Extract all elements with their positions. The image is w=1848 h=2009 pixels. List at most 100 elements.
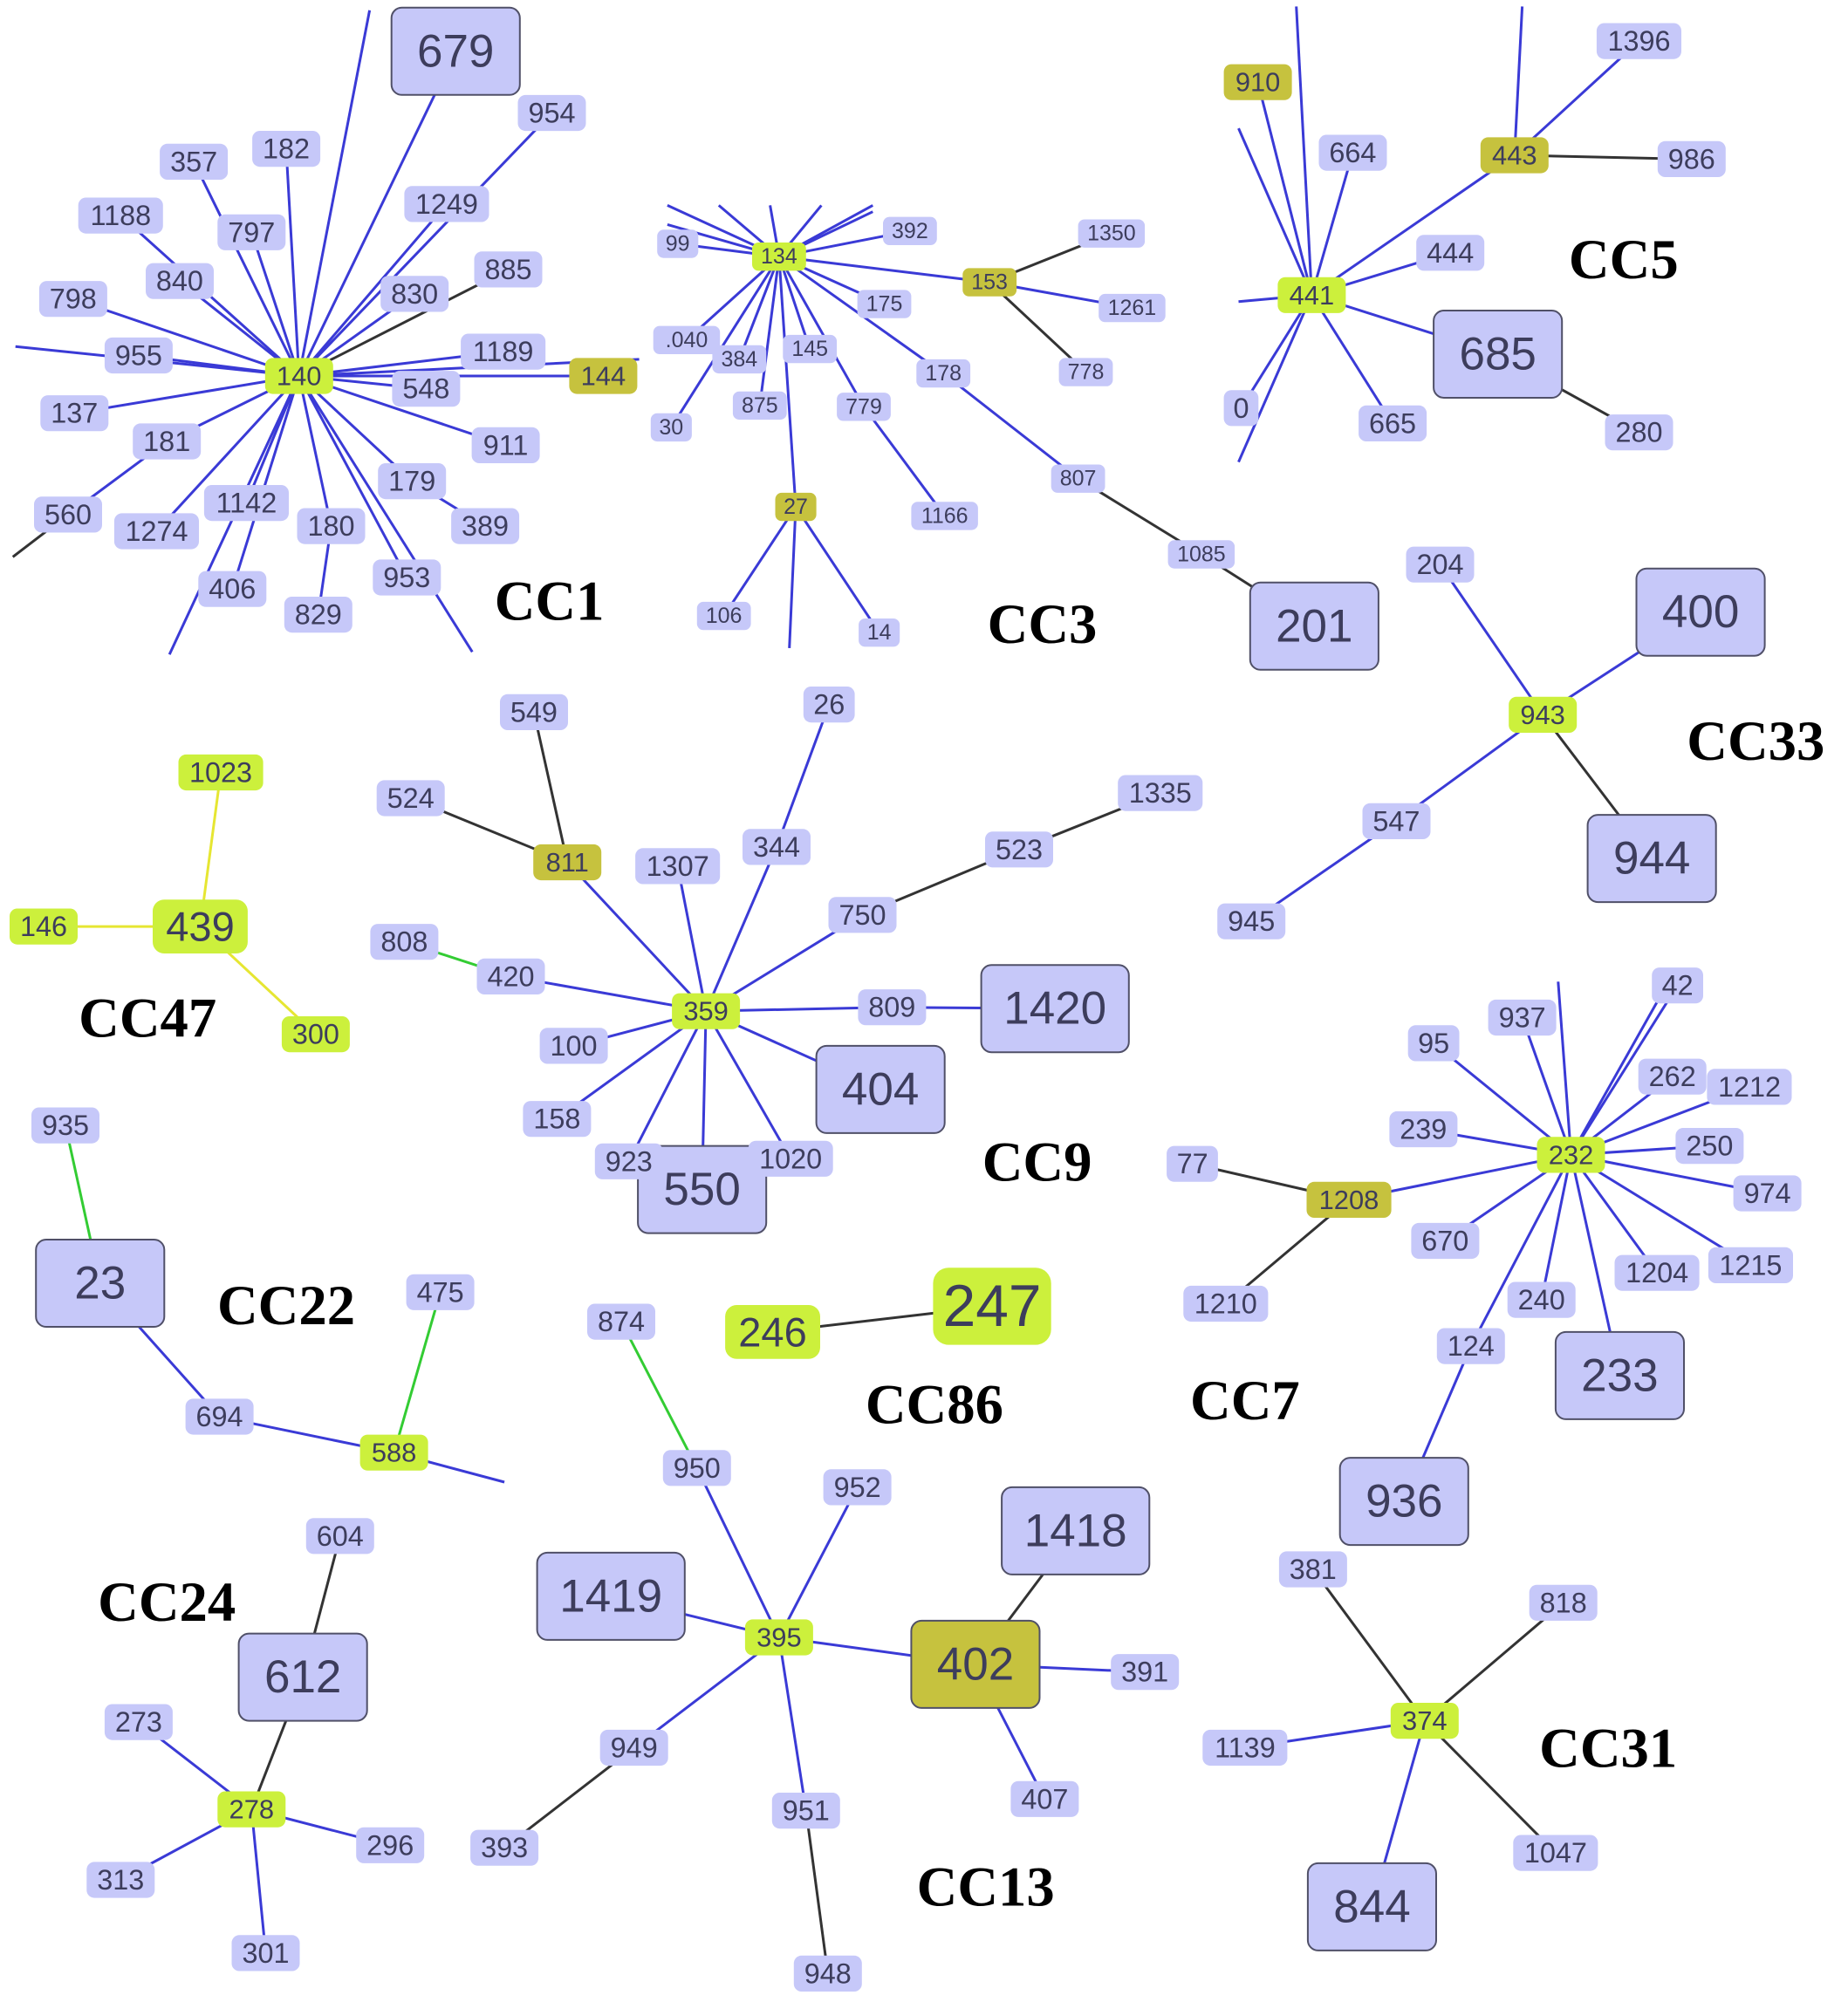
edge-clipped-16: [1237, 294, 1313, 463]
node-shape: [1416, 235, 1485, 271]
node-st818: 818: [1529, 1584, 1598, 1621]
node-label: 950: [674, 1452, 721, 1484]
node-label: 158: [533, 1104, 580, 1135]
node-label: 779: [845, 394, 882, 419]
node-st1418: 1418: [1001, 1486, 1151, 1575]
node-st23: 23: [35, 1239, 166, 1328]
node-label: 750: [838, 899, 886, 931]
node-shape: [599, 1729, 668, 1766]
node-shape: [883, 216, 937, 245]
node-st694: 694: [185, 1398, 254, 1435]
edge-588-475: [393, 1291, 442, 1453]
node-label: 1047: [1524, 1837, 1587, 1869]
node-shape: [752, 243, 806, 271]
node-shape: [1390, 1703, 1459, 1739]
cluster-label-cc1: CC1: [495, 569, 605, 632]
edge-134-27: [777, 256, 797, 508]
node-st181: 181: [133, 423, 202, 460]
node-shape: [837, 393, 891, 421]
node-st808: 808: [370, 924, 439, 960]
edge-441-443: [1311, 154, 1516, 297]
node-label: 604: [317, 1520, 364, 1552]
edge-374-381: [1311, 1568, 1427, 1722]
node-shape: [657, 229, 699, 258]
node-st943: 943: [1509, 696, 1578, 733]
node-st475: 475: [406, 1274, 475, 1310]
node-st384: 384: [712, 345, 767, 374]
node-label: 1188: [90, 200, 151, 231]
node-shape: [1167, 1145, 1218, 1182]
node-shape: [203, 485, 289, 522]
node-label: 949: [611, 1732, 658, 1764]
edge-140-679: [298, 51, 457, 377]
edge-779-1166: [862, 406, 946, 517]
node-st911: 911: [471, 427, 540, 463]
node-label: 441: [1290, 280, 1335, 311]
node-label: 945: [1228, 905, 1275, 937]
node-label: 986: [1668, 143, 1715, 174]
node-st955: 955: [104, 337, 173, 374]
node-st1212: 1212: [1707, 1069, 1792, 1105]
node-st949: 949: [599, 1729, 668, 1766]
node-label: 943: [1520, 700, 1565, 730]
node-shape: [725, 1305, 820, 1359]
node-st1350: 1350: [1078, 219, 1146, 248]
node-st874: 874: [587, 1303, 655, 1340]
node-label: 811: [546, 847, 589, 878]
node-label: 1274: [125, 516, 188, 547]
node-st937: 937: [1488, 999, 1557, 1036]
node-st1210: 1210: [1183, 1285, 1269, 1322]
node-label: 665: [1369, 407, 1416, 439]
node-shape: [662, 1450, 731, 1486]
node-st844: 844: [1306, 1862, 1438, 1951]
edge-441-664: [1310, 152, 1354, 296]
edge-441-910: [1256, 81, 1313, 296]
edge-134-875: [758, 256, 781, 406]
node-label: 664: [1329, 137, 1376, 168]
node-shape: [380, 276, 449, 312]
cluster-label-cc47: CC47: [79, 987, 216, 1049]
node-shape: [1509, 696, 1578, 733]
node-shape: [1078, 219, 1146, 248]
node-label: 797: [228, 216, 275, 248]
edge-140-137: [74, 374, 299, 415]
node-shape: [1099, 293, 1166, 323]
node-shape: [1306, 1181, 1392, 1218]
node-label: 137: [51, 398, 98, 429]
node-shape: [1436, 1328, 1505, 1364]
node-st807: 807: [1051, 464, 1105, 493]
node-label: 1212: [1718, 1071, 1781, 1103]
cluster-label-cc33: CC33: [1687, 709, 1824, 772]
node-shape: [1480, 137, 1549, 174]
node-label: 910: [1235, 67, 1281, 98]
node-label: 175: [866, 292, 903, 317]
node-shape: [1586, 814, 1717, 904]
node-shape: [1537, 1137, 1605, 1173]
node-st359: 359: [672, 993, 741, 1029]
node-shape: [476, 958, 545, 994]
node-shape: [1183, 1285, 1269, 1322]
node-label: 300: [292, 1019, 339, 1050]
node-shape: [910, 1619, 1041, 1709]
edge-232-1204: [1570, 1154, 1659, 1274]
node-label: 844: [1333, 1881, 1410, 1932]
node-st77: 77: [1167, 1145, 1218, 1182]
node-shape: [1362, 803, 1431, 839]
node-shape: [1406, 546, 1475, 583]
edge-951-948: [804, 1810, 830, 1974]
node-st1047: 1047: [1513, 1835, 1598, 1871]
edge-layer: [11, 6, 1768, 1974]
node-shape: [962, 268, 1017, 297]
node-st95: 95: [1407, 1025, 1460, 1062]
node-st441: 441: [1277, 277, 1346, 313]
edge-140-885: [298, 268, 510, 378]
edge-140-954: [298, 112, 553, 378]
node-shape: [392, 371, 461, 407]
node-st974: 974: [1733, 1175, 1802, 1212]
node-shape: [1635, 567, 1766, 657]
node-shape: [916, 359, 971, 388]
node-shape: [406, 1274, 475, 1310]
node-st374: 374: [1390, 1703, 1459, 1739]
edge-140-182: [284, 148, 301, 377]
